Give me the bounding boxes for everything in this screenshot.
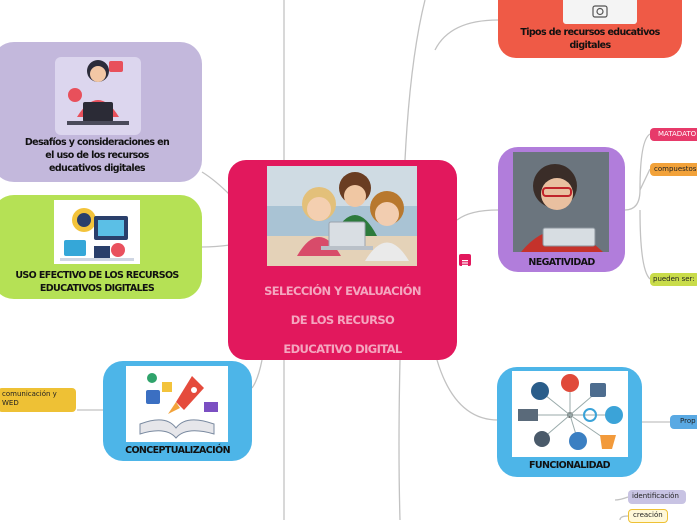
connector-compuestos bbox=[639, 168, 651, 191]
connector-tipos bbox=[434, 19, 499, 51]
connector-conceptualizacion bbox=[251, 359, 263, 389]
tipos-line-2: digitales bbox=[569, 40, 611, 51]
tag-comunicacion-line-1: comunicación y bbox=[2, 390, 57, 398]
node-conceptualizacion-title: CONCEPTUALIZACIÓN bbox=[125, 445, 230, 456]
node-negatividad-title: NEGATIVIDAD bbox=[528, 257, 595, 268]
connector-desafios bbox=[201, 171, 231, 196]
children-laptop-photo bbox=[267, 166, 417, 266]
connector-uso bbox=[201, 244, 231, 248]
node-funcionalidad-title: FUNCIONALIDAD bbox=[529, 460, 611, 471]
node-desafios[interactable]: Desafíos y consideraciones en el uso de … bbox=[0, 42, 202, 182]
connector-funcionalidad bbox=[436, 359, 499, 421]
child-tablet-photo bbox=[513, 152, 609, 252]
node-funcionalidad[interactable]: FUNCIONALIDAD bbox=[497, 367, 642, 477]
network-icons-illustration bbox=[512, 371, 628, 457]
tag-comunicacion[interactable]: comunicación y WED bbox=[0, 388, 76, 412]
connector-identificacion bbox=[614, 496, 629, 501]
connector-top-right bbox=[404, 0, 426, 161]
node-negatividad[interactable]: NEGATIVIDAD bbox=[498, 147, 625, 272]
connector-matadato bbox=[624, 133, 651, 211]
connector-pueden bbox=[639, 209, 651, 280]
desafios-line-1: Desafíos y consideraciones en bbox=[24, 137, 170, 148]
desafios-line-3: educativos digitales bbox=[49, 163, 146, 174]
tag-creacion[interactable]: creación bbox=[628, 509, 668, 523]
desafios-line-2: el uso de los recursos bbox=[45, 150, 149, 161]
tipos-line-1: Tipos de recursos educativos bbox=[520, 27, 660, 38]
node-tipos[interactable]: Tipos de recursos educativos digitales bbox=[498, 0, 682, 58]
node-uso-efectivo-title: USO EFECTIVO DE LOS RECURSOS EDUCATIVOS … bbox=[0, 269, 202, 295]
node-central[interactable]: SELECCIÓN Y EVALUACIÓN DE LOS RECURSO ED… bbox=[228, 160, 457, 360]
central-line-3: EDUCATIVO DIGITAL bbox=[283, 342, 402, 356]
note-icon[interactable] bbox=[459, 254, 471, 266]
node-central-title: SELECCIÓN Y EVALUACIÓN DE LOS RECURSO ED… bbox=[228, 277, 457, 364]
digital-education-illustration bbox=[54, 200, 140, 264]
tag-identificacion[interactable]: identificación bbox=[628, 490, 686, 504]
central-line-1: SELECCIÓN Y EVALUACIÓN bbox=[264, 284, 421, 298]
tag-compuestos[interactable]: compuestos bbox=[650, 163, 697, 176]
tag-pueden-ser[interactable]: pueden ser: bbox=[650, 273, 697, 286]
tag-comunicacion-line-2: WED bbox=[2, 399, 19, 407]
uso-line-1: USO EFECTIVO DE LOS RECURSOS bbox=[15, 270, 179, 281]
camera-icon bbox=[563, 0, 637, 24]
node-desafios-title: Desafíos y consideraciones en el uso de … bbox=[0, 136, 202, 175]
uso-line-2: EDUCATIVOS DIGITALES bbox=[39, 283, 155, 294]
woman-laptop-illustration bbox=[47, 47, 149, 137]
connector-creacion bbox=[619, 515, 629, 520]
node-uso-efectivo[interactable]: USO EFECTIVO DE LOS RECURSOS EDUCATIVOS … bbox=[0, 195, 202, 299]
node-tipos-title: Tipos de recursos educativos digitales bbox=[498, 26, 682, 52]
tag-matadato[interactable]: MATADATO bbox=[650, 128, 697, 141]
connector-bottom-right bbox=[398, 359, 401, 520]
central-line-2: DE LOS RECURSO bbox=[290, 313, 395, 327]
tag-prop[interactable]: Prop bbox=[670, 415, 697, 429]
connector-negatividad bbox=[456, 209, 499, 221]
node-conceptualizacion[interactable]: CONCEPTUALIZACIÓN bbox=[103, 361, 252, 461]
books-rocket-illustration bbox=[126, 366, 228, 442]
